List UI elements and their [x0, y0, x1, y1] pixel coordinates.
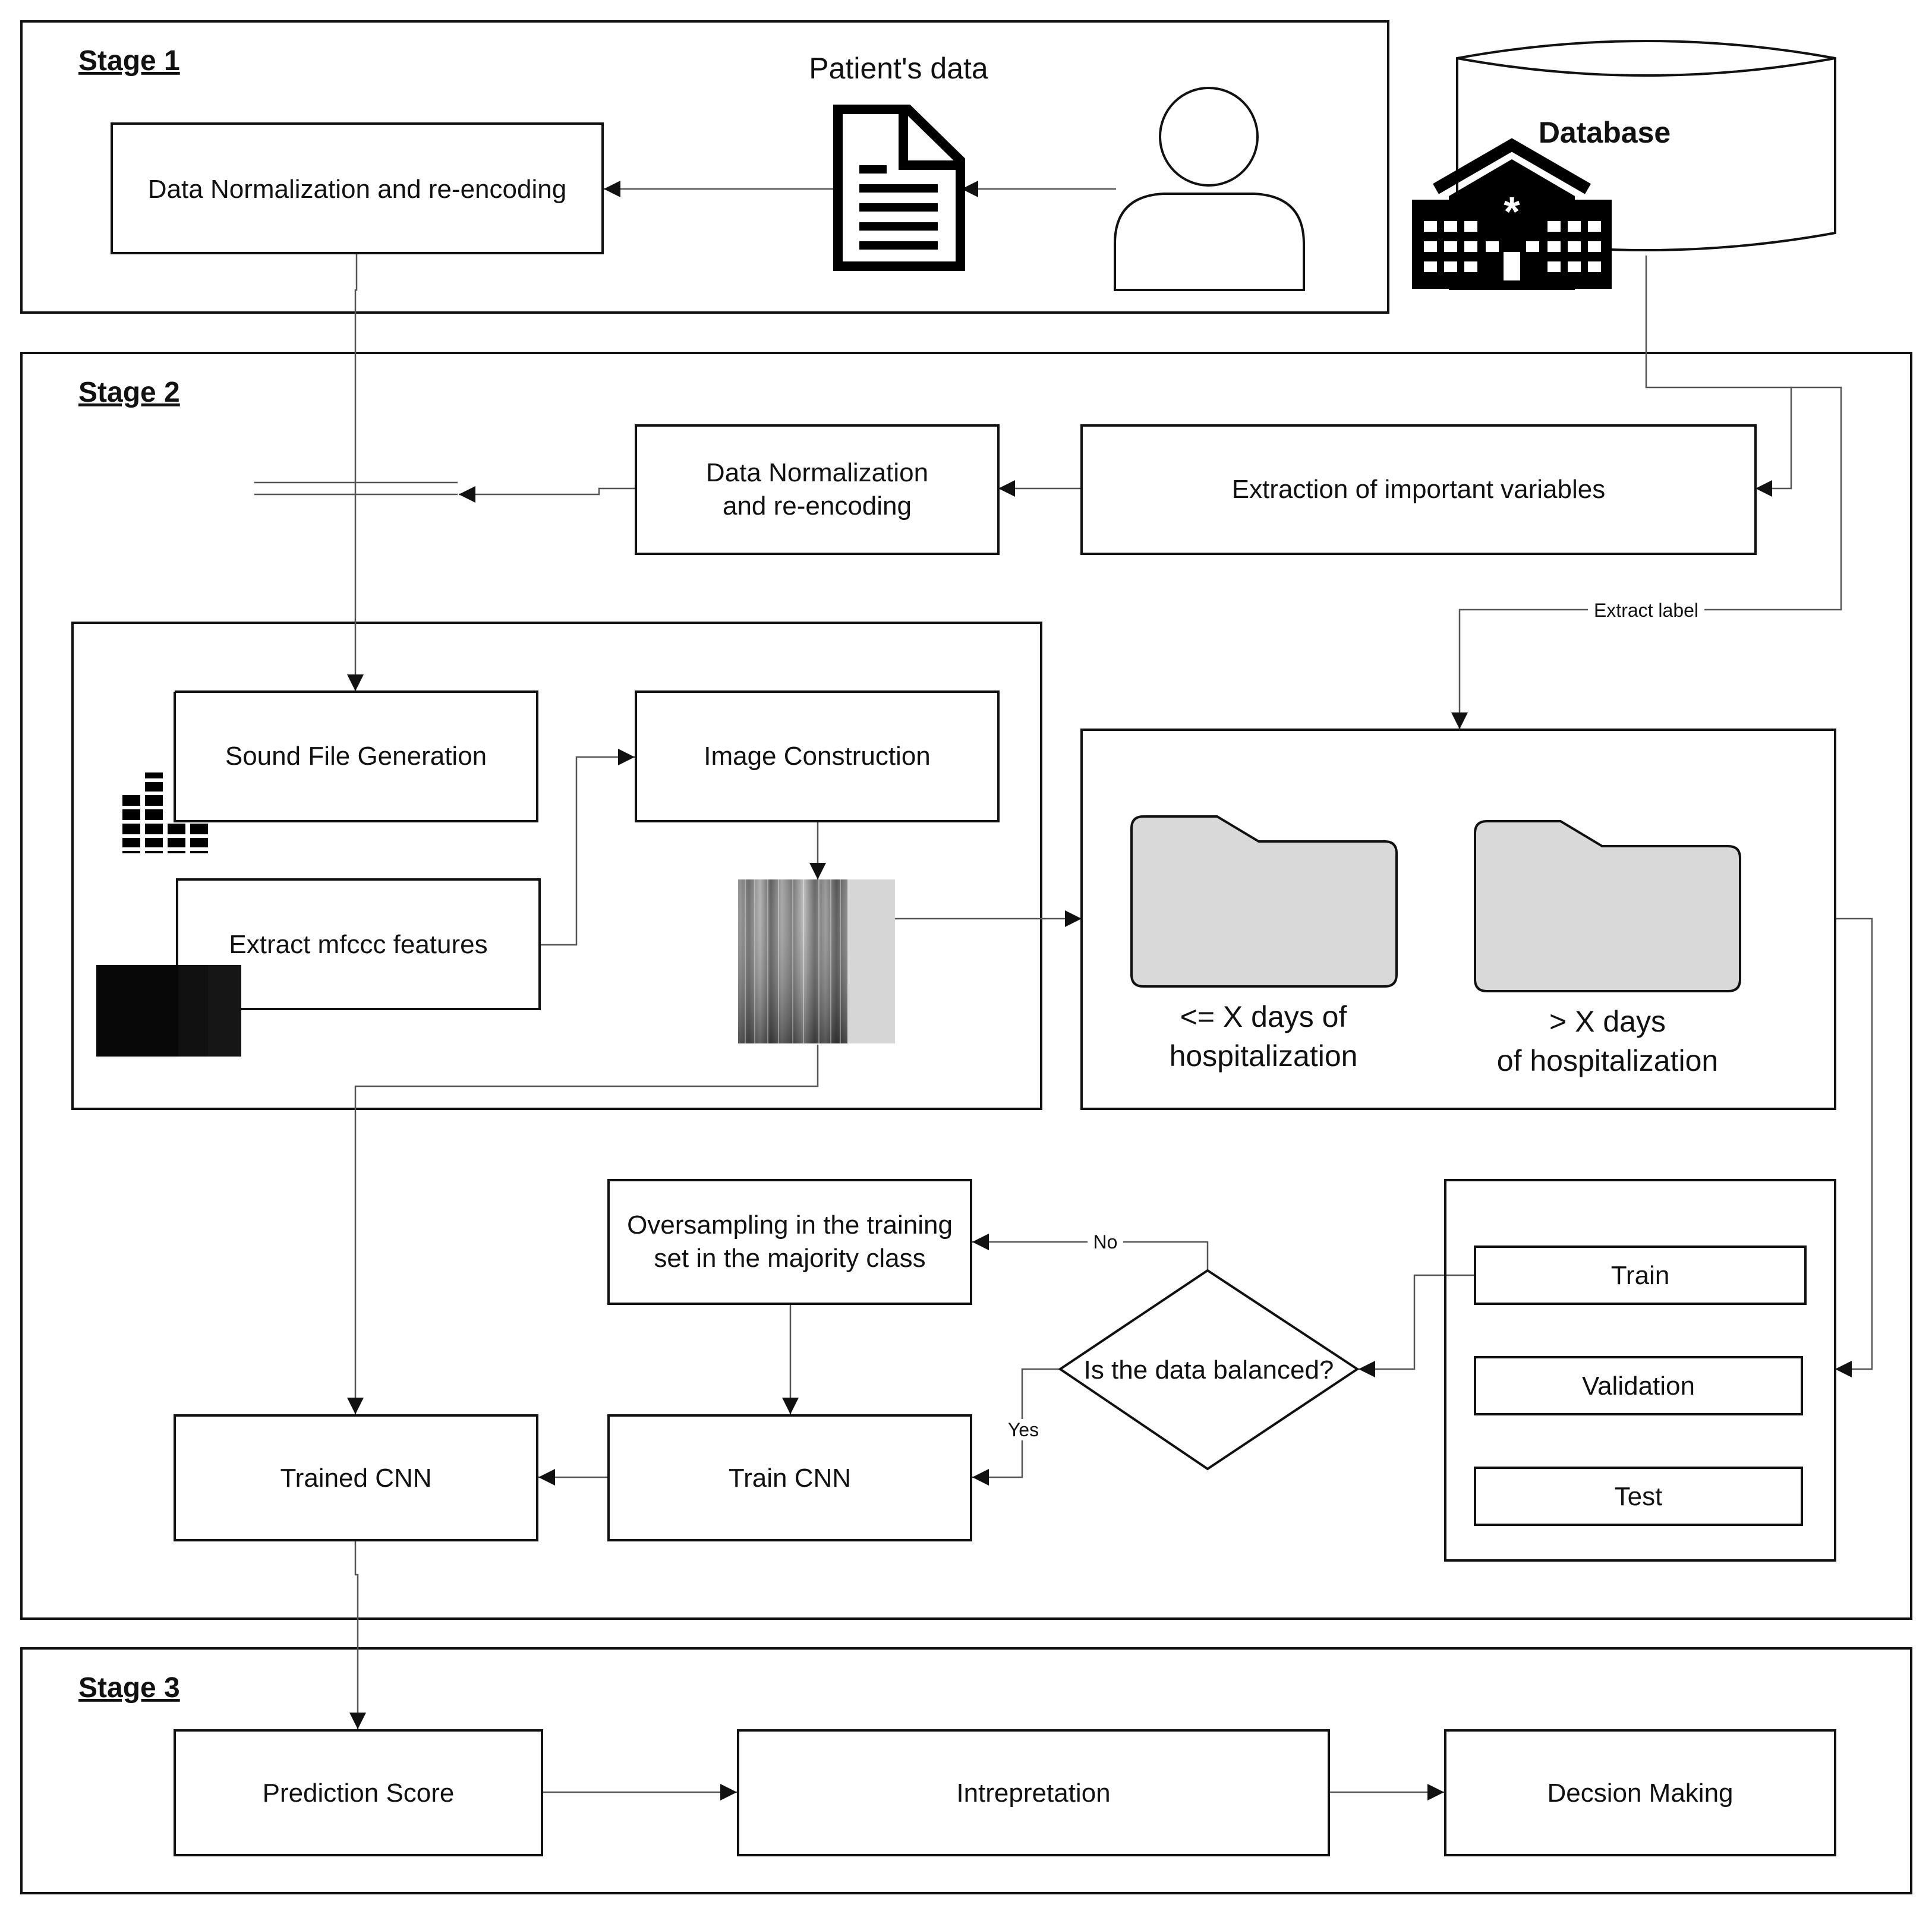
interpretation-box: Intrepretation	[737, 1729, 1330, 1856]
svg-text:Image Construction: Image Construction	[704, 742, 931, 771]
person-icon	[1114, 87, 1305, 291]
validation-split-box: Validation	[1474, 1356, 1803, 1415]
train-split-box: Train	[1474, 1245, 1807, 1305]
svg-text:Sound File Generation: Sound File Generation	[225, 742, 487, 771]
stage-2-title: Stage 2	[78, 377, 180, 408]
connector-train-to-decision	[1359, 1274, 1475, 1377]
svg-text:> X days: > X days	[1549, 1005, 1666, 1038]
document-icon	[833, 105, 965, 271]
yes-label-bg	[1004, 1419, 1042, 1440]
test-split-box: Test	[1474, 1467, 1803, 1526]
svg-text:<= X days of: <= X days of	[1180, 1000, 1347, 1033]
image-construction-box: Image Construction	[635, 690, 1000, 822]
connector-folders-to-split	[1835, 917, 1873, 1377]
svg-text:Validation: Validation	[1582, 1371, 1695, 1401]
stage-3-frame	[20, 1647, 1912, 1894]
svg-text:Is the data balanced?: Is the data balanced?	[1084, 1355, 1334, 1385]
no-label-bg	[1088, 1231, 1123, 1253]
patients-data-label: Patient's data	[809, 52, 988, 85]
svg-text:Intrepretation: Intrepretation	[956, 1779, 1110, 1808]
extract-label-bg	[1588, 599, 1704, 622]
stage2-normalization-box: Data Normalization and re-encoding	[635, 424, 1000, 555]
folder-long-stay-label: > X days of hospitalization	[1497, 1005, 1718, 1077]
data-split-frame	[1444, 1179, 1836, 1562]
connector-trained-cnn-to-prediction	[349, 1540, 366, 1729]
svg-text:Oversampling in the training: Oversampling in the training	[627, 1210, 953, 1240]
prediction-score-box: Prediction Score	[174, 1729, 543, 1856]
stage1-normalization-box: Data Normalization and re-encoding	[111, 122, 604, 254]
connector-stage2-normalization-to-merge	[459, 486, 635, 503]
mfcc-image-icon	[96, 965, 241, 1057]
sound-file-box: Sound File Generation	[174, 690, 538, 822]
svg-text:*: *	[1504, 188, 1520, 235]
svg-text:Train: Train	[1611, 1261, 1670, 1290]
balance-decision-diamond: Is the data balanced?	[1058, 1269, 1360, 1471]
feature-extraction-frame	[71, 622, 1042, 1110]
svg-text:Extraction of important variab: Extraction of important variables	[1232, 475, 1606, 504]
svg-text:Data Normalization: Data Normalization	[706, 458, 928, 487]
database-label: Database	[1539, 116, 1671, 149]
train-cnn-box: Train CNN	[607, 1414, 972, 1541]
class-folders-frame	[1080, 729, 1836, 1110]
connector-spectrogram-to-trained-cnn	[347, 1045, 819, 1414]
connector-mfccc-to-image	[540, 749, 635, 946]
svg-text:hospitalization: hospitalization	[1170, 1039, 1358, 1073]
decision-no-label: No	[1093, 1231, 1118, 1253]
decision-yes-label: Yes	[1008, 1419, 1039, 1440]
stage-2-frame	[20, 352, 1912, 1620]
svg-text:Test: Test	[1615, 1482, 1663, 1511]
stage-3-title: Stage 3	[78, 1672, 180, 1704]
extract-label-text: Extract label	[1594, 600, 1698, 621]
svg-text:Prediction Score: Prediction Score	[263, 1779, 455, 1808]
svg-text:Data Normalization and re-enco: Data Normalization and re-encoding	[148, 175, 566, 204]
folder-icon	[1130, 815, 1398, 988]
svg-text:and re-encoding: and re-encoding	[723, 491, 912, 521]
stage-1-title: Stage 1	[78, 45, 180, 77]
connector-stage1-normalization-down	[354, 254, 358, 494]
oversampling-box: Oversampling in the training set in the …	[607, 1179, 972, 1305]
decision-making-box: Decsion Making	[1444, 1729, 1836, 1856]
trained-cnn-box: Trained CNN	[174, 1414, 538, 1541]
svg-text:set in the majority class: set in the majority class	[654, 1244, 925, 1273]
folder-short-stay-label: <= X days of hospitalization	[1170, 1000, 1358, 1073]
extraction-box: Extraction of important variables	[1080, 424, 1757, 555]
svg-text:Train CNN: Train CNN	[729, 1464, 851, 1493]
connector-decision-no	[972, 1234, 1209, 1270]
hospital-icon: *	[1412, 138, 1612, 290]
svg-text:Trained CNN: Trained CNN	[280, 1464, 431, 1493]
connector-extract-label	[1451, 386, 1842, 729]
stage-1-frame	[20, 20, 1389, 314]
folder-icon	[1474, 820, 1741, 992]
svg-text:of hospitalization: of hospitalization	[1497, 1044, 1718, 1077]
svg-text:Decsion Making: Decsion Making	[1547, 1779, 1733, 1808]
svg-text:Extract mfccc features: Extract mfccc features	[229, 930, 487, 959]
spectrogram-icon	[738, 879, 895, 1043]
